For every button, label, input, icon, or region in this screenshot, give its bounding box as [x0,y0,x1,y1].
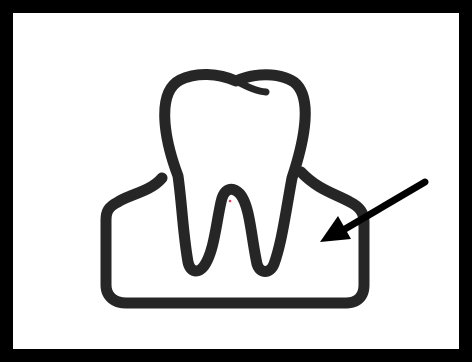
tooth-icon [165,74,305,271]
speck-mark [229,200,232,203]
